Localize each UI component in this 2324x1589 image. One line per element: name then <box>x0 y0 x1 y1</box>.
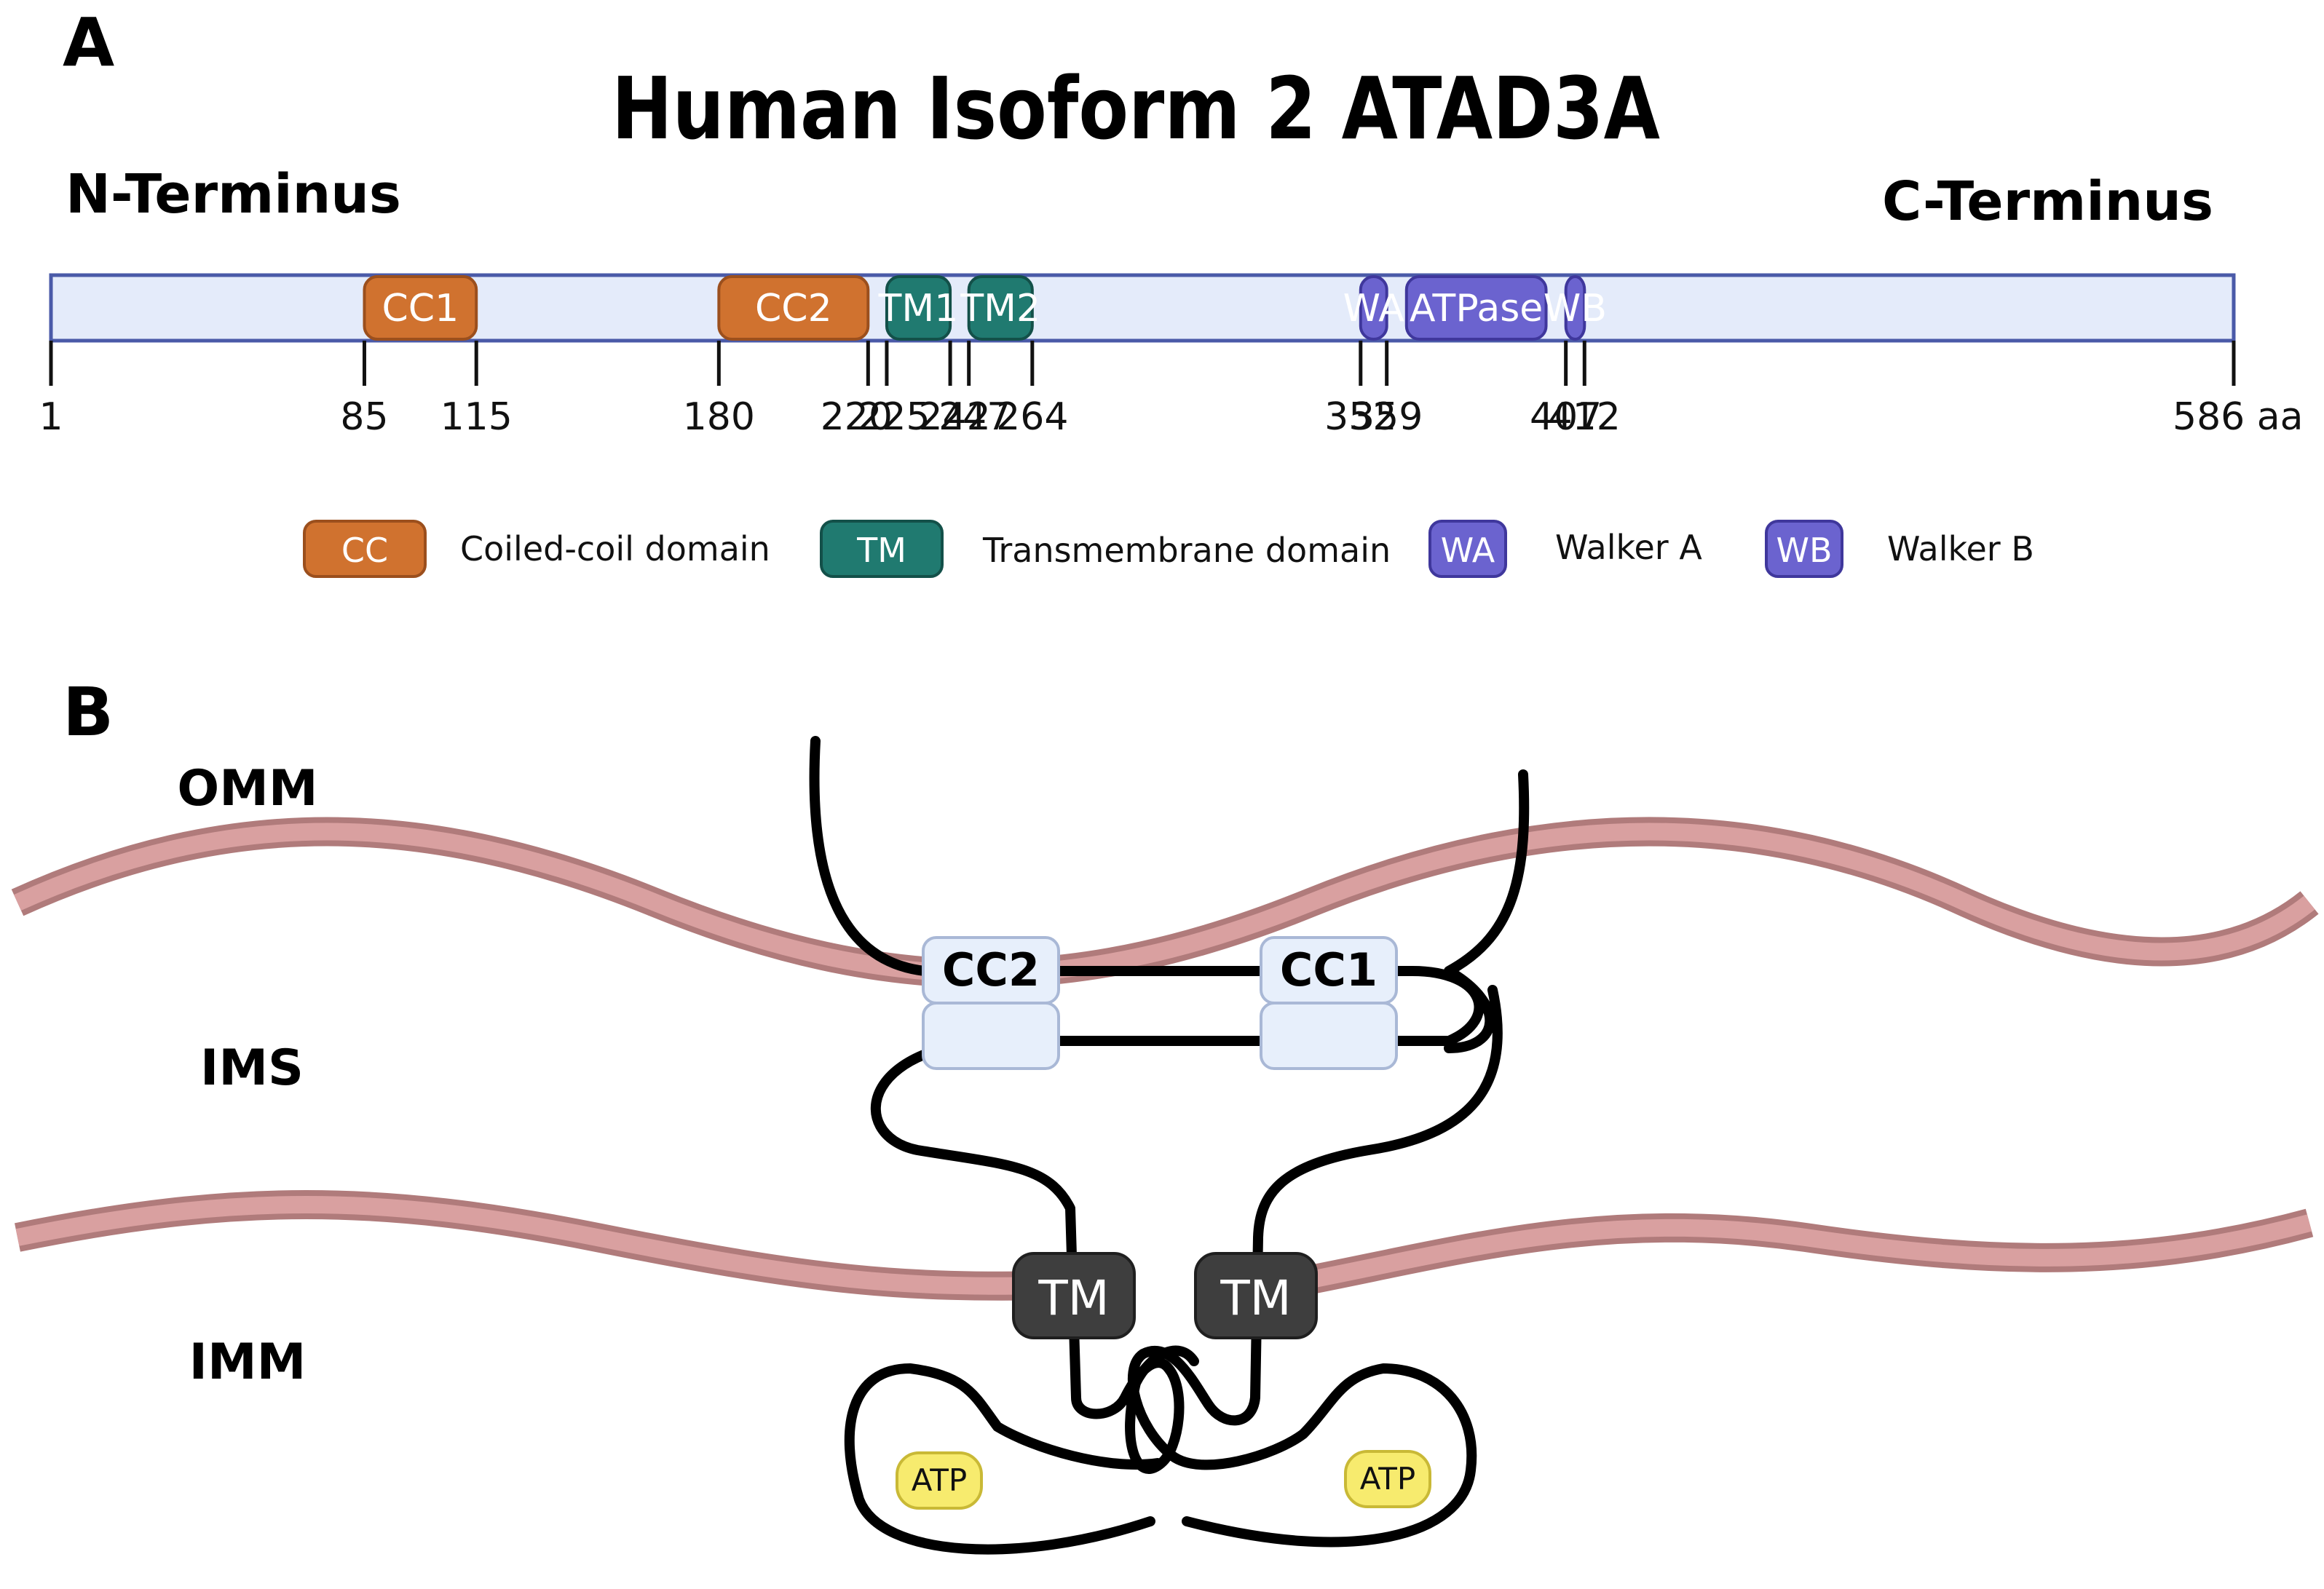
ims-label: IMS <box>200 1039 304 1097</box>
legend-swatch-tm <box>820 520 944 578</box>
domain-wa <box>1359 275 1388 341</box>
legend-key-tm: TM <box>856 531 906 570</box>
domain-label-tm1: TM1 <box>878 287 959 330</box>
domain-tm2 <box>967 275 1034 341</box>
legend-swatch-wb <box>1765 520 1843 578</box>
legend-text-wa: Walker A <box>1555 528 1702 567</box>
protein-strands <box>809 736 1530 1555</box>
legend-item-cc: CC Coiled-coil domain <box>303 520 770 578</box>
legend-text-cc: Coiled-coil domain <box>460 529 770 568</box>
domain-label-cc1: CC1 <box>382 287 459 330</box>
inner-membrane <box>15 1190 2314 1301</box>
atp-right <box>1344 1450 1431 1508</box>
tick-label-264: 264 <box>996 395 1068 439</box>
tm-label-right: TM <box>1220 1270 1291 1326</box>
domain-label-cc2: CC2 <box>755 287 832 330</box>
cc-dimers: CC2 CC1 <box>922 936 1398 1070</box>
domain-label-tm2: TM2 <box>960 287 1040 330</box>
tick-label-1: 1 <box>39 395 63 439</box>
tick-label-586: 586 aa <box>2173 395 2304 439</box>
c-terminus-label: C-Terminus <box>1882 170 2213 233</box>
legend-item-wa: WA Walker A <box>1428 520 1702 578</box>
domain-tm1 <box>885 275 952 341</box>
n-terminus-label: N-Terminus <box>66 163 401 226</box>
cc1-box-bottom <box>1260 1002 1398 1070</box>
outer-membrane <box>11 817 2319 988</box>
domain-label-atpase: ATPase <box>1410 287 1543 330</box>
legend-text-tm: Transmembrane domain <box>982 531 1391 570</box>
tick-label-407: 407 <box>1530 395 1602 439</box>
panel-b: B OMM IMS IMM CC2 CC1 <box>11 673 2319 1555</box>
domain-cc1 <box>363 275 478 341</box>
panel-a-title: Human Isoform 2 ATAD3A <box>612 58 1660 159</box>
left-chain <box>809 736 1485 1555</box>
tick-label-115: 115 <box>440 395 513 439</box>
legend-key-cc: CC <box>341 531 388 570</box>
omm-label: OMM <box>177 760 317 817</box>
atp-molecules: ATP ATP <box>896 1450 1431 1510</box>
legend-swatch-cc <box>303 520 427 578</box>
domain-label-wb: WB <box>1544 287 1607 330</box>
legend-text-wb: Walker B <box>1887 529 2034 568</box>
atp-label-left: ATP <box>912 1462 967 1498</box>
tick-label-85: 85 <box>340 395 388 439</box>
tick-label-242: 242 <box>918 395 990 439</box>
tm-label-left: TM <box>1038 1270 1109 1326</box>
legend-key-wa: WA <box>1441 531 1495 570</box>
imm-label: IMM <box>189 1334 307 1391</box>
tick-label-352: 352 <box>1324 395 1396 439</box>
tick-label-180: 180 <box>683 395 755 439</box>
tm-domains: TM TM <box>1012 1252 1318 1339</box>
panel-b-letter: B <box>63 673 114 751</box>
atp-left <box>896 1451 983 1510</box>
legend: CC Coiled-coil domain TM Transmembrane d… <box>303 520 2034 578</box>
tm-box-left <box>1012 1252 1136 1339</box>
tick-label-225: 225 <box>858 395 930 439</box>
domain-label-wa: WA <box>1343 287 1405 330</box>
right-chain <box>1128 769 1530 1548</box>
tick-label-412: 412 <box>1549 395 1621 439</box>
tick-label-359: 359 <box>1351 395 1423 439</box>
domain-wb <box>1564 275 1586 341</box>
legend-item-wb: WB Walker B <box>1765 520 2034 578</box>
legend-swatch-wa <box>1428 520 1507 578</box>
cc2-box-bottom <box>922 1002 1060 1070</box>
cc1-label: CC1 <box>1280 943 1378 996</box>
legend-key-wb: WB <box>1776 531 1832 570</box>
atp-label-right: ATP <box>1360 1461 1415 1497</box>
tick-label-247: 247 <box>938 395 1011 439</box>
legend-item-tm: TM Transmembrane domain <box>820 520 1391 578</box>
panel-a-letter: A <box>63 4 114 82</box>
tick-label-220: 220 <box>821 395 893 439</box>
domain-cc2 <box>717 275 870 341</box>
panel-a: A Human Isoform 2 ATAD3A N-Terminus C-Te… <box>39 4 2304 578</box>
domain-atpase <box>1404 275 1548 341</box>
cc2-label: CC2 <box>942 943 1040 996</box>
tm-box-right <box>1194 1252 1318 1339</box>
